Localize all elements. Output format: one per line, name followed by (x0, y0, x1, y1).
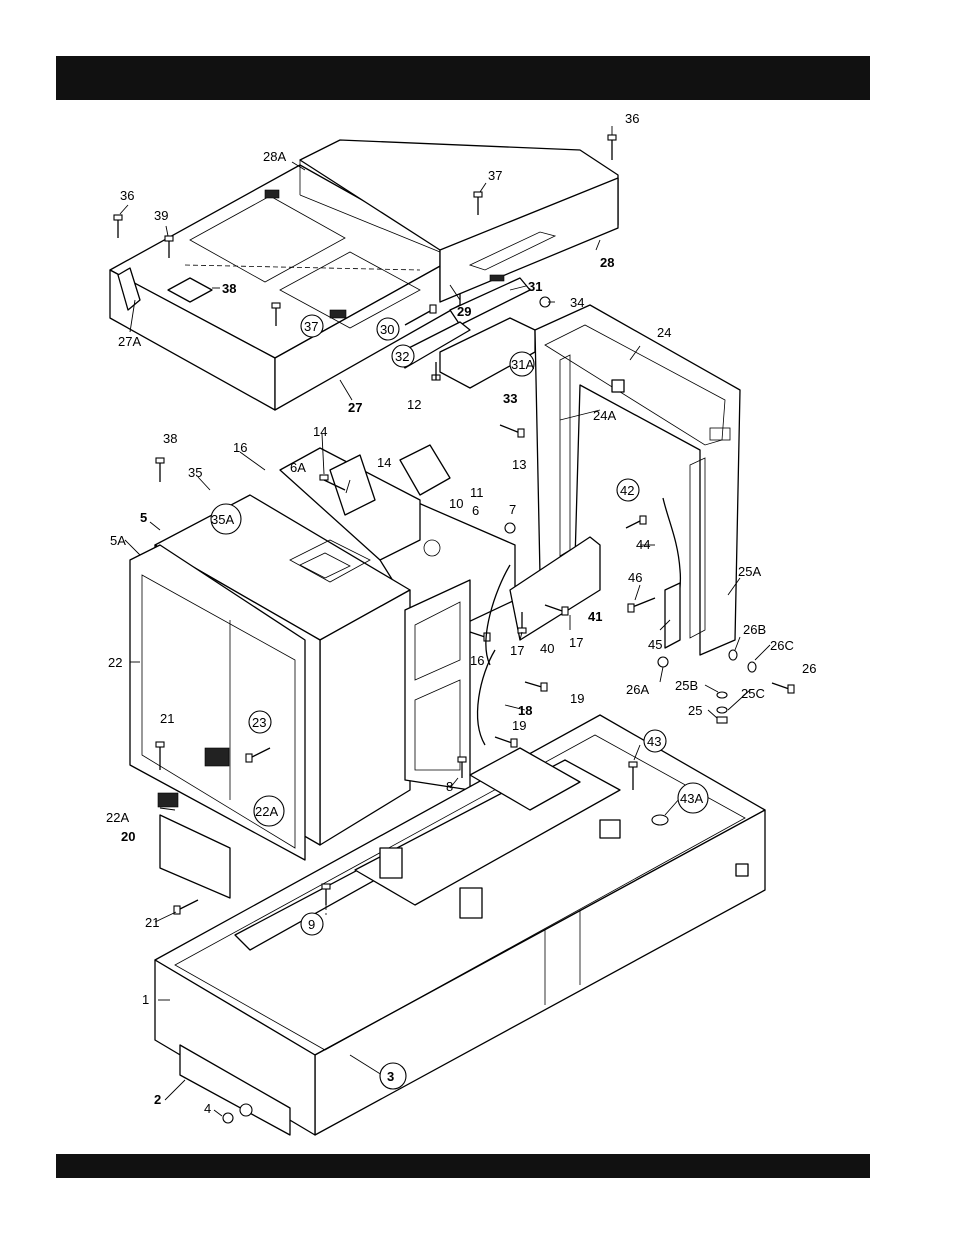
label-5a: 5A (110, 533, 126, 548)
label-37: 37 (304, 319, 318, 334)
label-39: 39 (154, 208, 168, 223)
label-21: 21 (145, 915, 159, 930)
nut-26a (658, 657, 668, 667)
label-27: 27 (348, 400, 362, 415)
nut-7 (505, 523, 515, 533)
label-27a: 27A (118, 334, 141, 349)
label-16: 16 (470, 653, 484, 668)
label-31a: 31A (511, 357, 534, 372)
label-24: 24 (657, 325, 671, 340)
label-18: 18 (518, 703, 532, 718)
label-3: 3 (387, 1069, 394, 1084)
label-11: 11 (470, 485, 484, 500)
label-24a: 24A (593, 408, 616, 423)
label-28: 28 (600, 255, 614, 270)
label-21: 21 (160, 711, 174, 726)
label-45: 45 (648, 637, 662, 652)
label-6: 6 (472, 503, 479, 518)
label-12: 12 (407, 397, 421, 412)
label-13: 13 (512, 457, 526, 472)
label-38: 38 (222, 281, 236, 296)
label-14: 14 (377, 455, 391, 470)
bolt-19b (495, 737, 517, 747)
bolt-13 (500, 425, 524, 437)
bolt-46 (628, 598, 655, 612)
label-36: 36 (120, 188, 134, 203)
label-2: 2 (154, 1092, 161, 1107)
label-36: 36 (625, 111, 639, 126)
label-4: 4 (204, 1101, 211, 1116)
label-16: 16 (233, 440, 247, 455)
bolt-36-top (608, 135, 616, 160)
label-14: 14 (313, 424, 327, 439)
label-25: 25 (688, 703, 702, 718)
label-26: 26 (802, 661, 816, 676)
label-19: 19 (512, 718, 526, 733)
label-26c: 26C (770, 638, 794, 653)
label-44: 44 (636, 537, 650, 552)
label-20: 20 (121, 829, 135, 844)
label-43a: 43A (680, 791, 703, 806)
label-28a: 28A (263, 149, 286, 164)
washers-26 (729, 650, 756, 672)
bolt-19a (525, 682, 547, 691)
bolt-21b (174, 900, 198, 914)
label-17: 17 (510, 643, 524, 658)
label-29: 29 (457, 304, 471, 319)
label-31: 31 (528, 279, 542, 294)
label-5: 5 (140, 510, 147, 525)
label-41: 41 (588, 609, 602, 624)
label-35a: 35A (211, 512, 234, 527)
label-9: 9 (308, 917, 315, 932)
bracket-45 (665, 583, 680, 648)
label-38: 38 (163, 431, 177, 446)
label-25a: 25A (738, 564, 761, 579)
label-26b: 26B (743, 622, 766, 637)
bolt-26 (772, 683, 794, 693)
panel-20 (160, 815, 230, 898)
label-37: 37 (488, 168, 502, 183)
label-25b: 25B (675, 678, 698, 693)
bolt-38-left (156, 458, 164, 482)
washers-25 (717, 692, 727, 723)
label-19: 19 (570, 691, 584, 706)
label-6a: 6A (290, 460, 306, 475)
label-42: 42 (620, 483, 634, 498)
label-33: 33 (503, 391, 517, 406)
bolt-42 (626, 516, 646, 528)
label-35: 35 (188, 465, 202, 480)
label-46: 46 (628, 570, 642, 585)
label-1: 1 (142, 992, 149, 1007)
label-7: 7 (509, 502, 516, 517)
label-25c: 25C (741, 686, 765, 701)
label-26a: 26A (626, 682, 649, 697)
label-40: 40 (540, 641, 554, 656)
label-8: 8 (446, 779, 453, 794)
label-30: 30 (380, 322, 394, 337)
label-43: 43 (647, 734, 661, 749)
label-10: 10 (449, 496, 463, 511)
label-22a: 22A (255, 804, 278, 819)
label-22a: 22A (106, 810, 129, 825)
label-22: 22 (108, 655, 122, 670)
label-17: 17 (569, 635, 583, 650)
label-23: 23 (252, 715, 266, 730)
label-34: 34 (570, 295, 584, 310)
bolt-36-left (114, 215, 122, 238)
bolt-32 (432, 362, 440, 380)
grommet-43a (652, 815, 668, 825)
label-32: 32 (395, 349, 409, 364)
